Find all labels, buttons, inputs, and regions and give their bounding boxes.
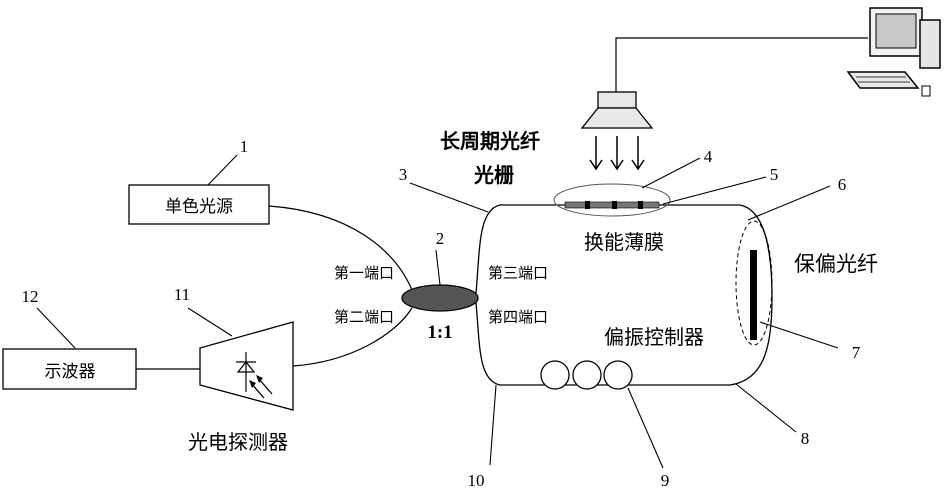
photodetector-label: 光电探测器 [188,430,288,454]
number-11: 11 [174,285,190,304]
oscilloscope-box [2,348,137,390]
computer-icon [846,7,941,97]
polarization-controller-icon [540,360,633,390]
port4-label: 第四端口 [488,308,548,326]
grating-mark [585,201,590,209]
leader-lines [36,154,839,469]
wave-arrows [589,136,645,171]
number-9: 9 [661,471,670,490]
oscilloscope-label: 示波器 [45,362,96,382]
pol-controller-label: 偏振控制器 [604,325,704,349]
number-10: 10 [468,471,485,490]
fiber-loop [475,204,773,386]
pm-fiber-outline [735,220,773,346]
lpfg-label-line1: 长周期光纤 [440,129,540,153]
lpfg-outline [553,183,671,217]
pm-fiber-segment [750,250,757,340]
port3-label: 第三端口 [488,264,548,282]
port2-label: 第二端口 [334,308,394,326]
photodetector-icon [199,321,294,411]
number-7: 7 [852,343,861,362]
ratio-label: 1:1 [427,322,452,343]
number-6: 6 [838,175,847,194]
number-3: 3 [399,165,408,184]
mono-source-box [128,184,270,225]
coupler [401,284,479,312]
number-8: 8 [801,429,810,448]
grating-mark [612,201,617,209]
fiber-source-coupler [268,205,413,291]
film-label: 换能薄膜 [584,230,664,254]
number-2: 2 [436,229,445,248]
number-5: 5 [770,165,779,184]
pm-fiber-label: 保偏光纤 [794,252,878,276]
number-1: 1 [240,137,249,156]
number-12: 12 [22,287,39,306]
port1-label: 第一端口 [334,264,394,282]
number-4: 4 [704,147,713,166]
transducer-icon [580,91,654,129]
mono-source-label: 单色光源 [165,197,233,217]
control-cable [615,37,868,92]
lpfg-label-line2: 光栅 [473,163,514,187]
fiber-coupler-detector [292,307,413,367]
grating-mark [638,201,643,209]
